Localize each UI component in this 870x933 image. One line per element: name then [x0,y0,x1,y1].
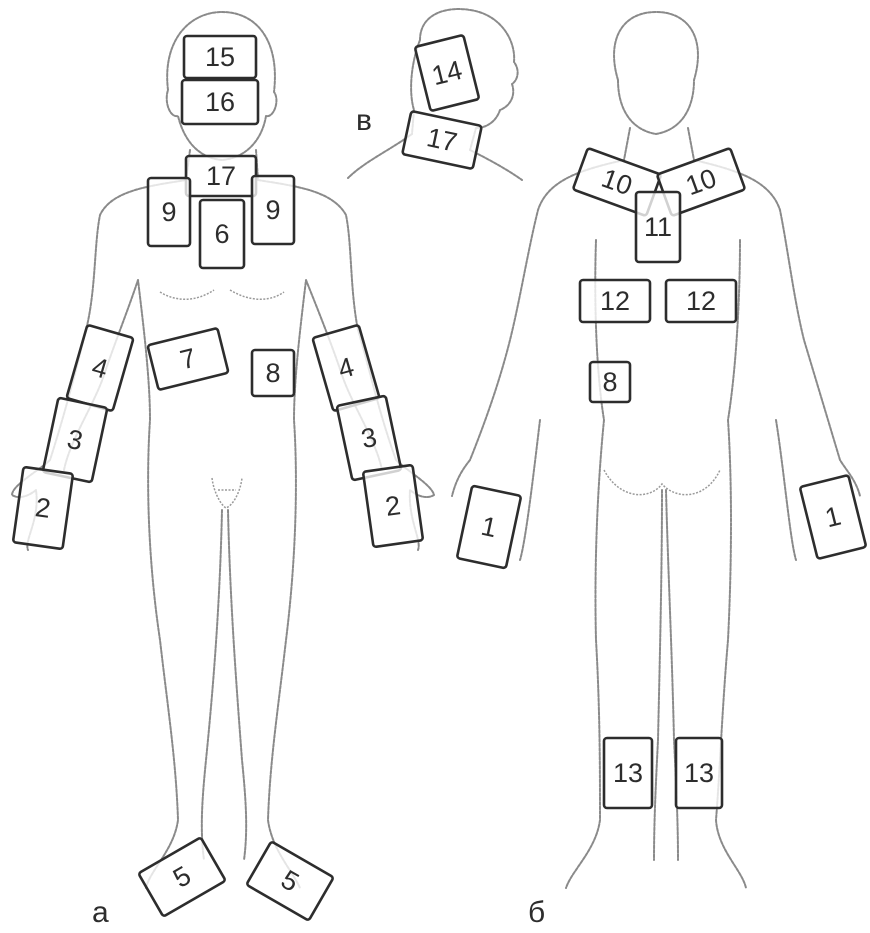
electrode-pad-front-head-face: 16 [182,80,258,124]
electrode-pad-label: 12 [686,286,716,316]
electrode-pad-label: 13 [613,758,643,788]
electrode-pad-back-spine-upper: 11 [636,192,680,262]
electrode-pad-back-lumbar: 8 [590,362,630,402]
electrode-pad-back-hand-left: 1 [457,486,521,569]
electrode-pad-label: 17 [424,122,460,158]
electrode-pad-back-scapula-left: 12 [580,280,650,322]
electrode-pad-front-abdomen-right: 7 [148,328,229,390]
electrode-pad-side-temple: 14 [415,35,479,111]
electrode-pad-front-clavicle-right: 9 [148,178,190,246]
electrode-pad-back-calf-right: 13 [676,738,722,808]
electrode-pad-label: 17 [206,161,236,191]
electrode-pad-label: 6 [214,219,229,249]
electrode-pad-label: 9 [265,195,280,225]
electrode-pad-front-hand-right: 2 [13,467,73,549]
electrode-pad-label: 15 [205,42,235,72]
electrode-pad-front-foot-right: 5 [138,837,225,916]
electrode-pad-label: 13 [684,758,714,788]
electrode-pad-label: 9 [161,197,176,227]
view-label-side: в [356,104,372,137]
view-label-back: б [528,896,545,929]
electrode-pad-front-upper-forearm-right: 4 [66,325,133,411]
electrode-pad-label: 8 [265,358,280,388]
electrode-pad-front-foot-left: 5 [246,841,333,920]
electrode-pad-front-hand-left: 2 [363,465,423,547]
electrode-pad-side-neck: 17 [402,111,482,169]
electrode-pad-front-sternum: 6 [200,200,244,268]
electrode-pad-front-neck: 17 [186,156,256,196]
view-label-front: а [92,896,109,929]
electrode-pad-front-abdomen-left: 8 [252,350,294,396]
electrode-pad-back-calf-left: 13 [604,738,652,808]
electrode-pad-label: 16 [205,87,235,117]
electrode-pad-back-scapula-right: 12 [666,280,736,322]
electrode-pad-label: 12 [600,286,630,316]
back-figure [452,12,860,888]
electrode-pad-label: 11 [644,212,672,242]
electrode-pad-front-clavicle-left: 9 [252,176,294,244]
electrode-pad-front-head-top: 15 [184,36,256,78]
electrode-pad-label: 8 [602,367,617,397]
